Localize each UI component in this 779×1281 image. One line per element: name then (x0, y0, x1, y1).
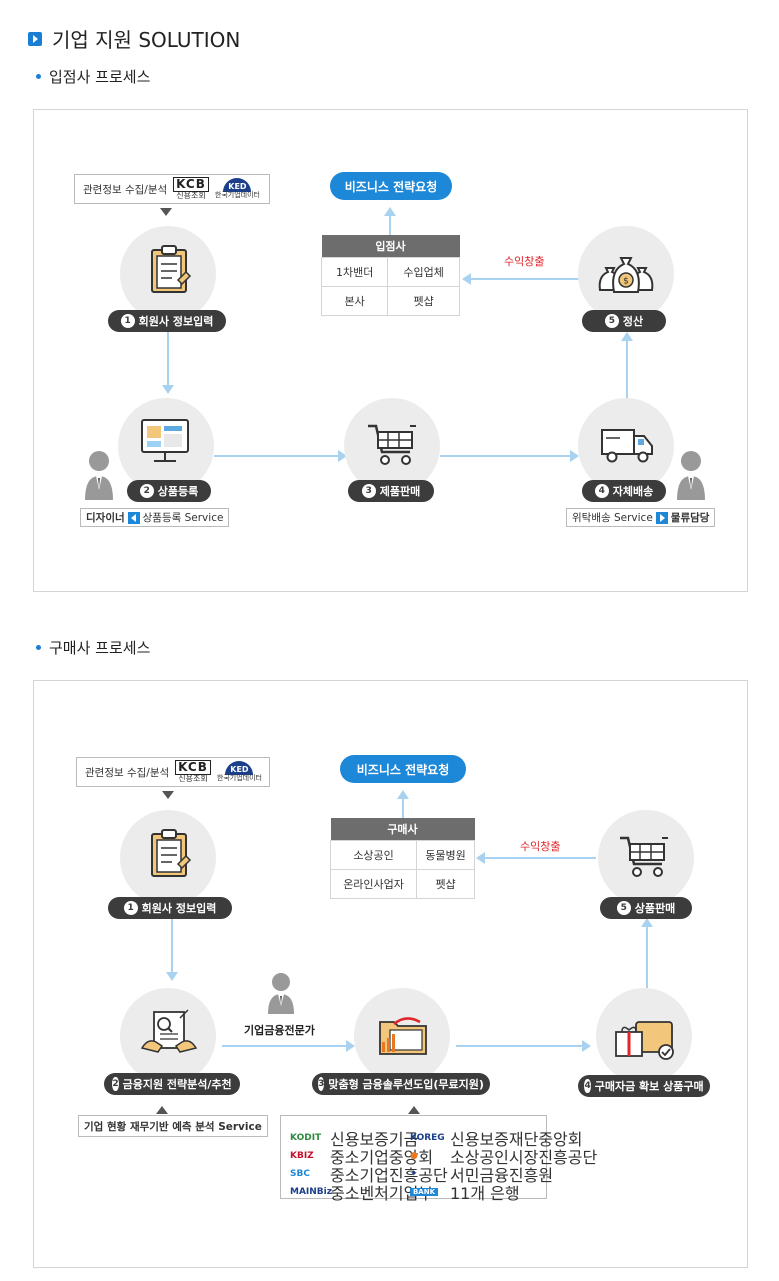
analysis-service-box: 기업 현황 재무기반 예측 분석 Service (78, 1115, 268, 1137)
bullet-icon (36, 645, 41, 650)
partner-item: ●소상공인시장진흥공단 (410, 1148, 598, 1167)
table-cell: 소상공인 (329, 839, 418, 870)
table-header: 구매사 (330, 818, 475, 840)
title-play-icon (28, 31, 42, 46)
clipboard-icon (151, 829, 192, 877)
down-triangle-icon (162, 791, 174, 799)
expert-label: 기업금융전문가 (244, 1024, 315, 1037)
table-cell: 온라인사업자 (329, 868, 418, 899)
connector (626, 340, 628, 398)
business-strategy-button[interactable]: 비즈니스 전략요청 (330, 172, 452, 200)
page-title: 기업 지원 SOLUTION (28, 24, 240, 53)
logistics-person-icon (677, 451, 705, 500)
connector (167, 332, 169, 385)
logistics-tag: 위탁배송 Service 물류담당 (566, 508, 716, 527)
connector (470, 278, 580, 280)
shopping-cart-icon (368, 424, 416, 465)
partner-item: ✦서민금융진흥원 (410, 1166, 554, 1185)
arrow-up-icon (384, 207, 396, 216)
table-cell: 1차밴더 (320, 256, 389, 287)
section1-heading: 입점사 프로세스 (36, 66, 150, 87)
designer-tag: 디자이너 상품등록 Service (80, 508, 230, 527)
shopping-cart-icon (620, 836, 668, 877)
money-bags-icon: $ (598, 257, 654, 293)
arrow-right-icon (338, 450, 347, 462)
bullet-icon (36, 74, 41, 79)
connector (646, 926, 648, 988)
partners-box (280, 1115, 547, 1199)
connector (456, 1045, 582, 1047)
down-triangle-icon (160, 208, 172, 216)
arrow-right-icon (346, 1040, 355, 1052)
semas-logo-icon: ● (410, 1151, 418, 1161)
arrow-up-icon (621, 332, 633, 341)
gift-purchase-icon (615, 1021, 674, 1060)
section2-heading: 구매사 프로세스 (36, 637, 150, 658)
finance-folder-icon (379, 1017, 427, 1055)
arrow-left-box-icon (127, 511, 140, 524)
profit-label: 수익창출 (504, 255, 545, 268)
connector (222, 1045, 346, 1047)
arrow-up-icon (641, 918, 653, 927)
arrow-right-icon (570, 450, 579, 462)
table-cell: 수입업체 (387, 256, 460, 287)
connector (440, 455, 570, 457)
monitor-icon (141, 419, 189, 462)
connector (171, 919, 173, 972)
arrow-right-icon (582, 1040, 591, 1052)
profit-label: 수익창출 (520, 840, 561, 853)
clipboard-icon (151, 245, 192, 293)
expert-person-icon (268, 973, 294, 1014)
analysis-hands-icon (140, 1009, 198, 1053)
arrow-up-icon (397, 790, 409, 799)
designer-person-icon (85, 451, 113, 500)
up-triangle-icon (408, 1106, 420, 1114)
business-strategy-button[interactable]: 비즈니스 전략요청 (340, 755, 466, 783)
arrow-left-icon (462, 273, 471, 285)
connector (214, 455, 340, 457)
up-triangle-icon (156, 1106, 168, 1114)
connector (389, 215, 391, 235)
svg-text:$: $ (623, 277, 629, 287)
arrow-down-icon (166, 972, 178, 981)
arrow-right-box-icon (655, 511, 668, 524)
arrow-left-icon (476, 852, 485, 864)
kinfa-logo-icon: ✦ (410, 1169, 418, 1179)
table-header: 입점사 (321, 235, 460, 257)
connector (484, 857, 596, 859)
table-cell: 본사 (320, 285, 389, 316)
table-cell: 펫샵 (387, 285, 460, 316)
table-cell: 동물병원 (416, 839, 475, 870)
arrow-down-icon (162, 385, 174, 394)
delivery-truck-icon (601, 429, 653, 463)
connector (402, 798, 404, 818)
table-cell: 펫샵 (416, 868, 475, 899)
